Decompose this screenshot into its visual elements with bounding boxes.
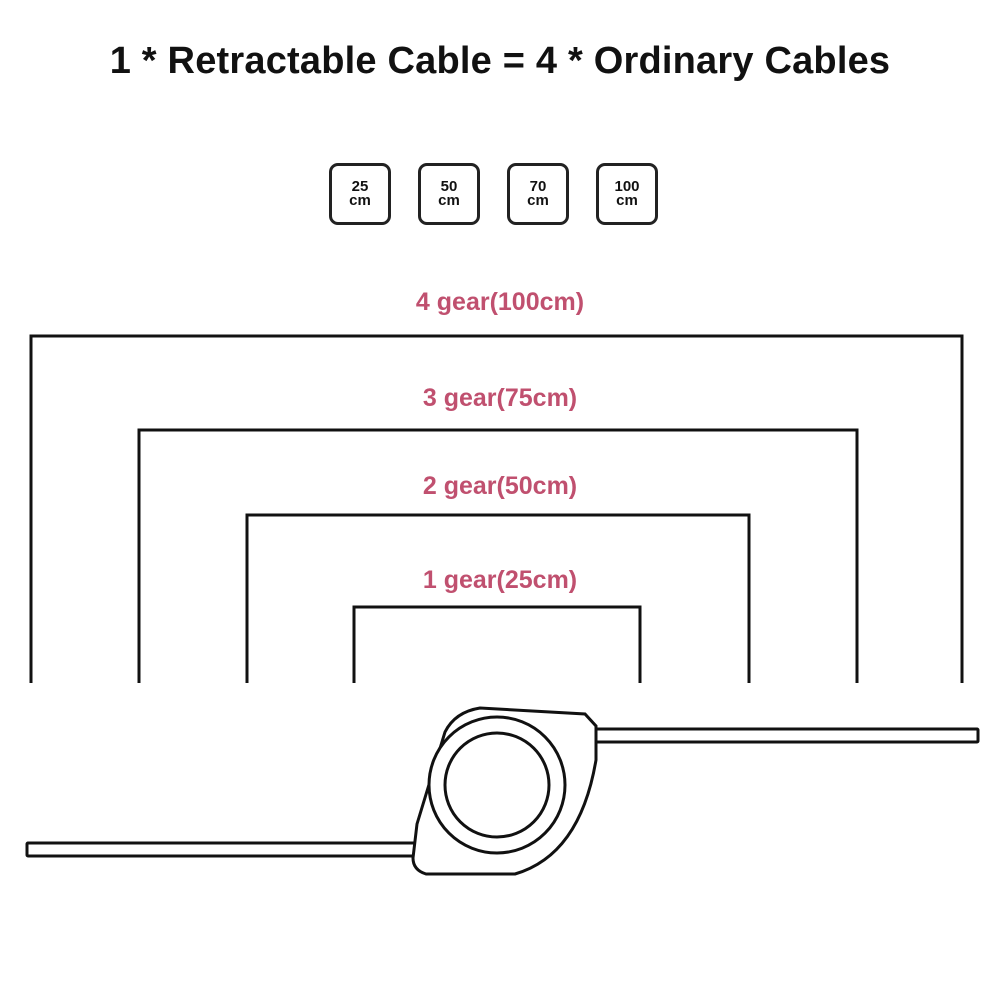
gear-label-1: 1 gear(25cm) xyxy=(422,566,578,594)
gear-4-bracket xyxy=(29,334,964,683)
gear-3-bracket xyxy=(137,428,859,683)
reel-inner-ring xyxy=(443,731,551,839)
gear-label-4: 4 gear(100cm) xyxy=(415,288,585,316)
length-badge-50cm: 50 cm xyxy=(418,163,480,225)
left-cable xyxy=(25,841,422,858)
length-unit: cm xyxy=(438,192,460,209)
length-value: 25 xyxy=(351,178,369,195)
length-unit: cm xyxy=(616,192,638,209)
gear-label-2: 2 gear(50cm) xyxy=(422,472,578,500)
length-unit: cm xyxy=(527,192,549,209)
gear-1-bracket xyxy=(352,605,642,683)
gear-2-bracket xyxy=(245,513,751,683)
retractable-cable-reel-icon xyxy=(25,706,980,876)
length-unit: cm xyxy=(349,192,371,209)
length-value: 100 xyxy=(614,178,640,195)
length-value: 50 xyxy=(440,178,458,195)
gear-label-3: 3 gear(75cm) xyxy=(422,384,578,412)
length-badge-25cm: 25 cm xyxy=(329,163,391,225)
right-cable xyxy=(583,727,980,744)
page-title: 1 * Retractable Cable = 4 * Ordinary Cab… xyxy=(109,40,891,82)
length-value: 70 xyxy=(529,178,547,195)
length-badge-100cm: 100 cm xyxy=(596,163,658,225)
length-badge-70cm: 70 cm xyxy=(507,163,569,225)
